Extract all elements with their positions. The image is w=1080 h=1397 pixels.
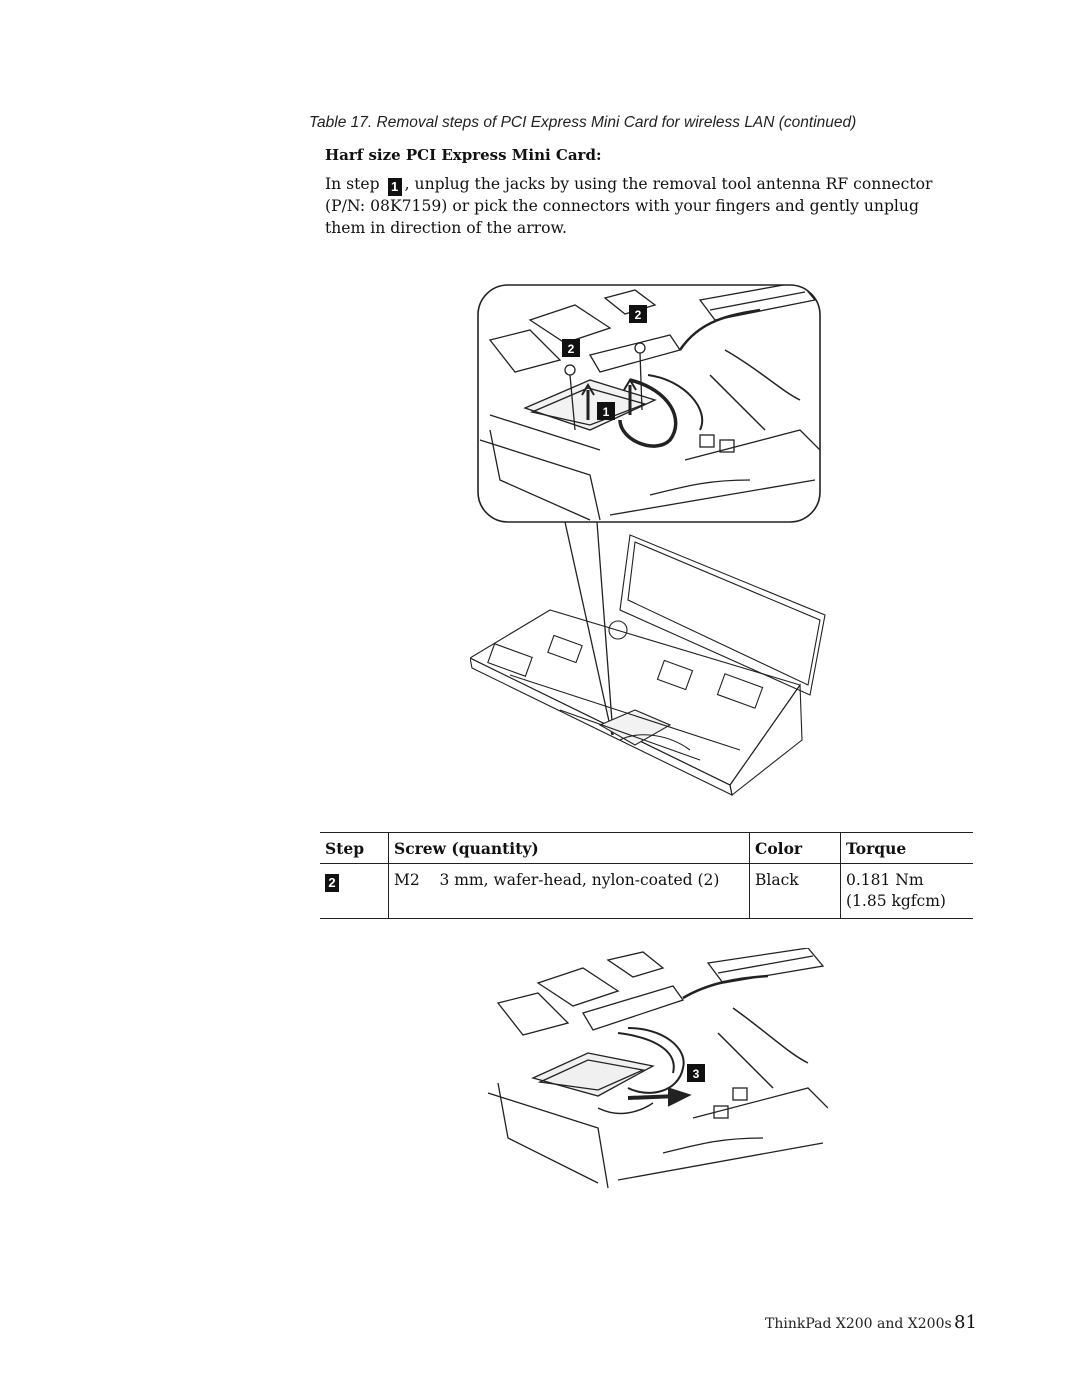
callout-label: 2 [635,308,642,322]
callout-1: 1 [597,402,615,420]
footer-title: ThinkPad X200 and X200s [765,1316,952,1332]
cell-screw: M2 3 mm, wafer-head, nylon-coated (2) [388,863,750,919]
header-step: Step [320,832,389,864]
callout-label: 1 [603,405,610,419]
table-row: 2 M2 3 mm, wafer-head, nylon-coated (2) … [320,863,973,919]
callout-2-upper: 2 [629,305,647,323]
figure-card-slide-out: 3 [487,948,828,1189]
callout-label: 3 [693,1067,700,1081]
cell-step: 2 [320,863,389,919]
instruction-text-rest: , unplug the jacks by using the removal … [325,175,933,237]
section-heading: Harf size PCI Express Mini Card: [325,146,602,164]
callout-bubble [477,284,821,523]
callout-3: 3 [687,1064,705,1082]
cell-color: Black [749,863,841,919]
table-header-row: Step Screw (quantity) Color Torque [320,832,973,864]
callout-label: 2 [568,342,575,356]
callout-2-lower: 2 [562,339,580,357]
header-color: Color [749,832,841,864]
cell-torque: 0.181 Nm (1.85 kgfcm) [840,863,973,919]
step-badge-2: 2 [325,874,339,892]
step-badge-1: 1 [387,178,402,196]
instruction-text-start: In step [325,175,385,193]
torque-nm: 0.181 Nm [846,871,924,889]
header-screw: Screw (quantity) [388,832,750,864]
figure-removal-closeup: 2 2 1 [470,284,826,796]
laptop-overview [470,534,826,796]
screw-table: Step Screw (quantity) Color Torque 2 M2 … [320,832,973,919]
instruction-paragraph: In step 1, unplug the jacks by using the… [325,174,955,239]
torque-kgfcm: (1.85 kgfcm) [846,892,946,910]
page-number: 81 [954,1312,977,1333]
table-caption: Table 17. Removal steps of PCI Express M… [309,114,857,131]
header-torque: Torque [840,832,973,864]
